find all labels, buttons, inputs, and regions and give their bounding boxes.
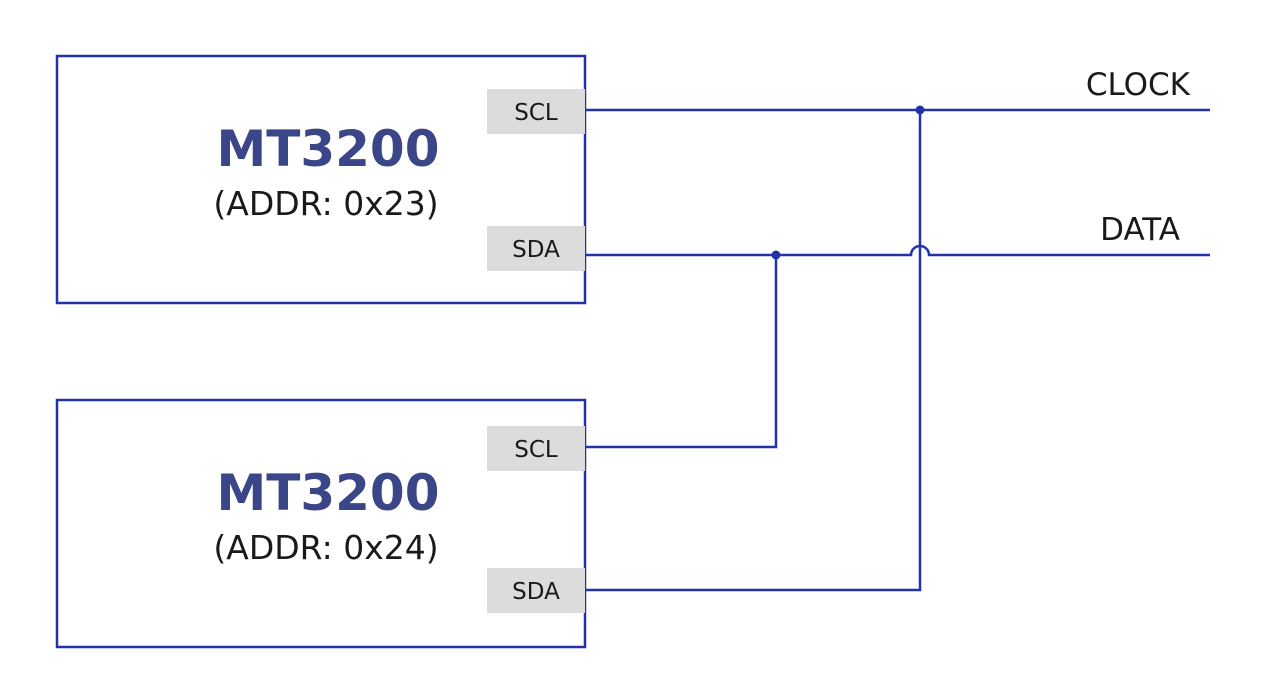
chip-1-pin-scl: SCL [487,89,585,134]
chip-1-box [55,54,587,305]
chip-2-pin-sda-label: SDA [512,579,560,605]
data-junction-dot [771,250,781,260]
chip-1-address: (ADDR: 0x23) [213,184,438,223]
chip-2: MT3200 (ADDR: 0x24) SCL SDA [55,398,587,649]
chip-1: MT3200 (ADDR: 0x23) SCL SDA [55,54,587,305]
chip-2-pin-sda-box [487,568,585,613]
chip-2-pin-sda: SDA [487,568,585,613]
chip-2-address: (ADDR: 0x24) [213,528,438,567]
chip-1-name: MT3200 [216,120,439,178]
clock-junction-dot [915,105,925,115]
chip-1-pin-scl-label: SCL [514,100,558,126]
chip-1-pin-sda-box [487,226,585,271]
chip-1-pin-sda-label: SDA [512,237,560,263]
chip-2-sda-wire [585,110,922,592]
clock-bus-label: CLOCK [1086,67,1191,103]
data-bus-label: DATA [1100,212,1180,248]
chip-2-pin-scl-box [487,426,585,471]
chip-2-scl-wire [585,255,778,449]
chip-2-box [55,398,587,649]
chip-1-pin-scl-box [487,89,585,134]
chip-1-pin-sda: SDA [487,226,585,271]
wires [585,108,1210,592]
chip-2-pin-scl-label: SCL [514,437,558,463]
chip-2-name: MT3200 [216,464,439,522]
chip-2-pin-scl: SCL [487,426,585,471]
